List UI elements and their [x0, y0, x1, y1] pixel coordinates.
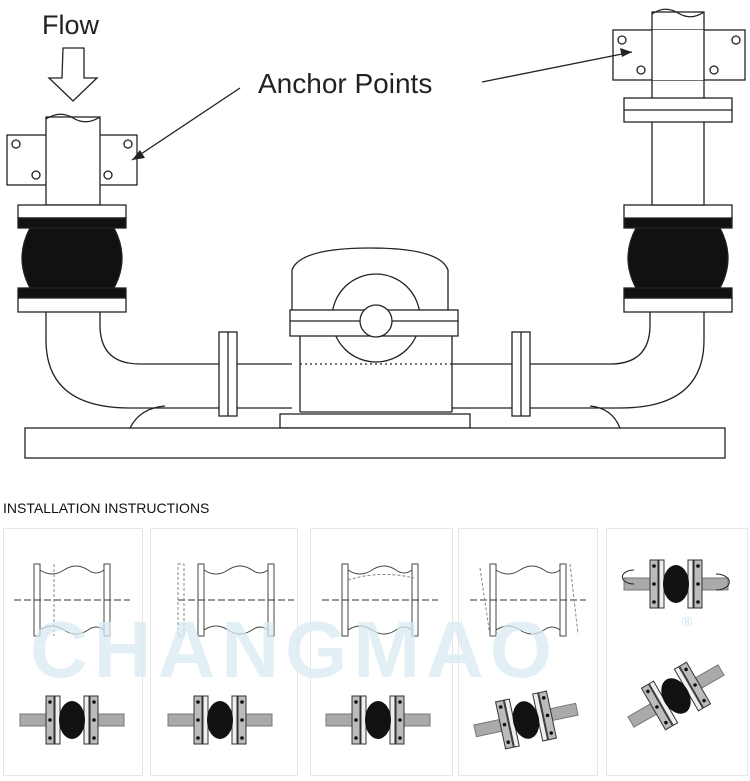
right-upper-flange: [623, 204, 733, 219]
flow-arrow: [47, 47, 99, 102]
pump-base: [279, 413, 471, 429]
left-upper-flange: [17, 204, 127, 219]
joint-outline-2: [177, 563, 295, 637]
panel-1: [3, 528, 143, 776]
joint-photo-5-offset: [618, 648, 734, 744]
panel-3: [310, 528, 453, 776]
instruction-drawings: [13, 559, 734, 755]
leader-right: [481, 51, 633, 83]
leader-left: [131, 87, 241, 161]
panel-2: [150, 528, 298, 776]
joint-photo-1: [19, 695, 125, 745]
right-elbow-pipe: [530, 312, 651, 365]
flow-label: Flow: [42, 10, 100, 40]
pump-casing: [291, 247, 449, 312]
left-lower-flange: [17, 297, 127, 313]
left-elbow-pipe: [45, 312, 220, 409]
registered-mark: ®: [682, 613, 693, 629]
pump-shaft: [359, 304, 393, 338]
base-plate: [24, 427, 726, 459]
joint-photo-2: [167, 695, 273, 745]
joint-outline-1: [13, 563, 131, 637]
piping-schematic: [6, 8, 746, 459]
installation-instructions-heading: INSTALLATION INSTRUCTIONS: [3, 500, 210, 516]
left-rubber-bellow: [21, 227, 123, 289]
panel-5: [606, 528, 748, 776]
joint-photo-5-torsion: [623, 559, 729, 609]
right-lower-flange: [623, 297, 733, 313]
right-rubber-bellow: [627, 227, 729, 289]
instruction-panels: [0, 528, 750, 778]
joint-photo-3: [325, 695, 431, 745]
panel-4: [458, 528, 598, 776]
left-vertical-pipe: [45, 116, 101, 206]
anchor-points-label: Anchor Points: [258, 68, 433, 99]
joint-photo-4: [469, 685, 583, 755]
joint-outline-4: [469, 563, 587, 637]
